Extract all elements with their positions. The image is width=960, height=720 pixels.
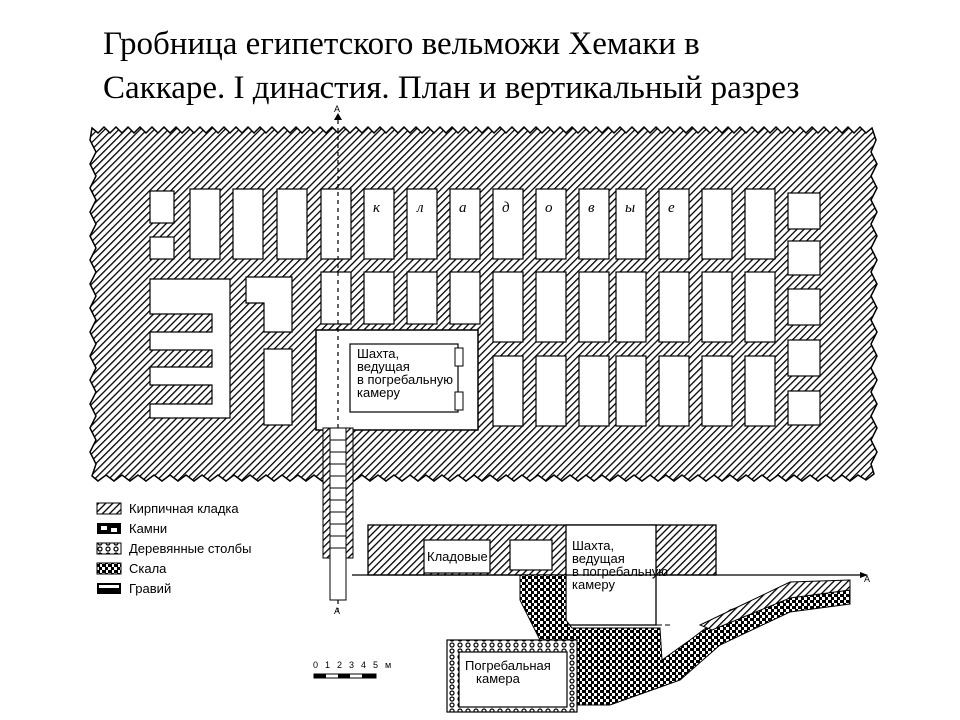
scale-bar: 0 1 2 3 4 5 м: [313, 660, 391, 679]
storerooms-letter: в: [588, 200, 595, 216]
storeroom: [578, 355, 610, 427]
section-view: А Кладовые Шахта, ведущая в погребальную…: [352, 524, 870, 713]
storerooms-letter: л: [416, 200, 424, 216]
section-storerooms-label: Кладовые: [427, 549, 488, 564]
scale-tick: 2: [337, 660, 342, 670]
burial-chamber-label-2: камера: [476, 671, 521, 686]
storeroom: [449, 188, 481, 260]
title-line-1: Гробница египетского вельможи Хемаки в: [103, 26, 700, 62]
storeroom: [615, 188, 647, 260]
scale-tick: 1: [325, 660, 330, 670]
plan-shaft-label-2: ведущая: [357, 359, 410, 374]
serpentine-room: [149, 278, 231, 419]
storerooms-letter: д: [502, 200, 510, 216]
storeroom: [615, 355, 647, 427]
shaft-chamber-inner: [349, 343, 459, 413]
legend-label: Гравий: [129, 581, 171, 596]
storeroom-l-shaped: [245, 276, 293, 333]
storeroom: [149, 190, 175, 224]
storeroom: [701, 188, 733, 260]
storeroom: [492, 355, 524, 427]
section-shaft-label-4: камеру: [572, 577, 615, 592]
storeroom: [578, 271, 610, 343]
legend: Кирпичная кладка Камни Деревянные столбы…: [96, 501, 251, 596]
storeroom: [787, 390, 821, 426]
storeroom: [363, 188, 395, 260]
legend-label: Кирпичная кладка: [129, 501, 239, 516]
storeroom: [701, 355, 733, 427]
scale-tick: 5: [373, 660, 378, 670]
storeroom: [658, 355, 690, 427]
section-marker-right: А: [864, 574, 870, 584]
storeroom: [492, 188, 524, 260]
storeroom: [263, 348, 293, 426]
storeroom: [658, 188, 690, 260]
storeroom: [787, 192, 821, 230]
storeroom: [744, 355, 776, 427]
slide-title: Гробница египетского вельможи Хемаки в С…: [103, 22, 923, 110]
section-shaft-label-1: Шахта,: [572, 538, 614, 553]
storeroom: [787, 288, 821, 326]
scale-tick: м: [385, 660, 391, 670]
scale-tick: 4: [361, 660, 366, 670]
storeroom: [406, 188, 438, 260]
plan-shaft-label-1: Шахта,: [357, 346, 399, 361]
storeroom: [578, 188, 610, 260]
storerooms-letter: ы: [625, 200, 635, 216]
title-line-2: Саккаре. I династия. План и вертикальный…: [103, 70, 800, 106]
storeroom: [535, 355, 567, 427]
section-marker-bottom: А: [334, 606, 340, 616]
plan-shaft-label-4: камеру: [357, 385, 400, 400]
section-shaft-label-3: в погребальную: [572, 564, 668, 579]
storeroom: [320, 188, 352, 260]
section-marker-top: А: [334, 104, 340, 114]
storeroom: [787, 240, 821, 276]
storeroom: [276, 188, 308, 260]
stairway: [322, 427, 354, 601]
storeroom: [189, 188, 221, 260]
storeroom: [535, 188, 567, 260]
storeroom: [449, 271, 481, 325]
storeroom: [615, 271, 647, 343]
storeroom: [744, 188, 776, 260]
storeroom: [492, 271, 524, 343]
storeroom: [363, 271, 395, 325]
plan-shaft-label-3: в погребальную: [357, 372, 453, 387]
legend-label: Скала: [129, 561, 167, 576]
legend-label: Камни: [129, 521, 167, 536]
legend-label: Деревянные столбы: [129, 541, 251, 556]
burial-chamber-label-1: Погребальная: [465, 658, 551, 673]
storeroom: [658, 271, 690, 343]
storeroom: [406, 271, 438, 325]
storerooms-letter: а: [459, 200, 467, 216]
storeroom: [701, 271, 733, 343]
storerooms-letter: е: [668, 200, 675, 216]
storeroom: [787, 339, 821, 377]
storerooms-letter: о: [545, 200, 553, 216]
storerooms-letter: к: [373, 200, 381, 216]
storeroom: [744, 271, 776, 343]
scale-tick: 3: [349, 660, 354, 670]
storeroom: [535, 271, 567, 343]
section-shaft-label-2: ведущая: [572, 551, 625, 566]
storeroom: [149, 236, 175, 260]
scale-tick: 0: [313, 660, 318, 670]
storeroom: [232, 188, 264, 260]
plan-view: А А к л а д о в ы е Шахта, ведущая в пог…: [89, 104, 878, 616]
storeroom: [320, 271, 352, 325]
